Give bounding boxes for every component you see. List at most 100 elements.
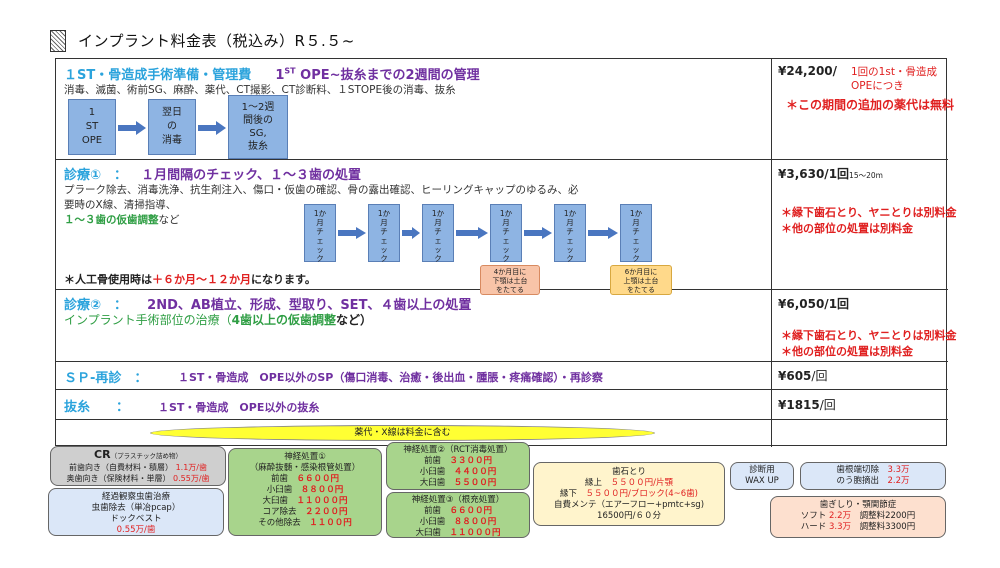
row3-description-tail: など） (336, 313, 373, 327)
row5-price-unit: /回 (819, 398, 836, 412)
flow-arrow-icon (118, 121, 146, 135)
monthly-check-box: 1か 月 チ ェ ッ ク (490, 204, 522, 263)
flow-arrow-icon (588, 227, 618, 239)
nightguard-box: 歯ぎしり・顎関節症 ソフト 2.2万 調整料2200円 ハード 3.3万 調整料… (770, 496, 946, 538)
scaling-supra-price: ５５００円/片顎 (610, 478, 673, 488)
monthly-check-box: 1か 月 チ ェ ッ ク (304, 204, 336, 263)
flow-arrow-icon (456, 227, 488, 239)
soft-price: 2.2万 (829, 511, 852, 521)
scaling-box: 歯石とり 縁上 ５５００円/片顎 縁下 ５５００円/ブロック(4~6歯) 自費メ… (533, 462, 725, 526)
cr-subtitle: （プラスチック詰め物） (110, 452, 182, 460)
row-divider (56, 419, 948, 420)
cyst-removal-label: のう胞摘出 (836, 476, 879, 486)
note-upper-jaw: 6か月目に 上顎は土台 をたてる (610, 265, 672, 295)
row3-remark-1: ＊縁下歯石とり、ヤニとりは別料金 (781, 329, 957, 342)
cr-back-price: 0.55万/歯 (173, 474, 210, 483)
observation-line-2: 虫歯除去（単冶pcap） (91, 503, 181, 513)
cr-box: CR（プラスチック詰め物） 前歯向き（自費材料・積層） 1.1万/歯 奥歯向き（… (50, 446, 226, 486)
row-divider (56, 389, 948, 390)
observation-box: 経過観察虫歯治療 虫歯除去（単冶pcap） ドックベスト 0.55万/歯 (48, 488, 224, 536)
row2-description-2: 要時のX線、清掃指導、 (64, 199, 177, 211)
note-lower-jaw: 4か月目に 下顎は土台 をたてる (480, 265, 540, 295)
flow-step-ope: 1 ST OPE (68, 99, 116, 155)
row1-heading: １ST・骨造成手術準備・管理費 (64, 68, 252, 83)
flow-arrow-icon (402, 227, 420, 239)
row1-price-note: 1回の1st・骨造成OPEにつき (851, 66, 937, 92)
soft-adjust-fee: 調整料2200円 (859, 511, 916, 521)
apicoectomy-label: 歯根端切除 (836, 465, 879, 475)
row5-description: １ST・骨造成 OPE以外の抜糸 (158, 401, 320, 414)
wax-up-line-2: WAX UP (745, 476, 779, 486)
nightguard-title: 歯ぎしり・顎関節症 (819, 500, 897, 510)
row5-price: ¥1815 (778, 398, 820, 412)
price-table: １ST・骨造成手術準備・管理費 1ST OPE~抜糸までの2週間の管理 消毒、滅… (55, 58, 957, 447)
nerve3-title: 神経処置③（根充処置） (411, 495, 505, 505)
row3-heading: 2ND、AB植立、形成、型取り、SET、４歯以上の処置 (147, 298, 472, 313)
row2-heading: １月間隔のチェック、１～３歯の処置 (141, 168, 361, 183)
row4-price-unit: /回 (811, 369, 828, 383)
nerve2-title: 神経処置②（RCT消毒処置） (403, 445, 513, 455)
nerve-treatment-1-box: 神経処置① （麻酔抜髄・感染根管処置） 前歯 ６６００円 小臼歯 ８８００円 大… (228, 448, 382, 536)
row4-heading: ＳＰ-再診 ： (64, 371, 148, 386)
nerve-treatment-2-box: 神経処置②（RCT消毒処置） 前歯 ３３００円 小臼歯 ４４００円 大臼歯 ５５… (386, 442, 530, 490)
nerve-treatment-3-box: 神経処置③（根充処置） 前歯 ６６００円 小臼歯 ８８００円 大臼歯 １１０００… (386, 492, 530, 538)
hard-adjust-fee: 調整料3300円 (859, 522, 916, 532)
row1-price: ¥24,200/ (778, 64, 838, 78)
row2-remark-2: ＊他の部位の処置は別料金 (781, 222, 913, 235)
flow-arrow-icon (524, 227, 552, 239)
row2-description-1: プラーク除去、消毒洗浄、抗生剤注入、傷口・仮歯の確認、骨の露出確認、ヒーリングキ… (64, 184, 579, 196)
apicoectomy-price: 3.3万 (887, 465, 910, 475)
bone-note-period: ＋６か月～１２か月 (152, 273, 251, 286)
monthly-check-box: 1か 月 チ ェ ッ ク (368, 204, 400, 263)
cr-back-label: 奥歯向き（保険材料・単層） (66, 474, 171, 483)
nerve1-subtitle: （麻酔抜髄・感染根管処置） (249, 463, 361, 473)
bone-note-suffix: になります。 (251, 273, 316, 286)
cr-front-price: 1.1万/歯 (175, 463, 207, 472)
row3-remark-2: ＊他の部位の処置は別料金 (781, 345, 913, 358)
included-banner: 薬代・X線は料金に含む (150, 425, 655, 441)
maintenance-price: 16500円/６０分 (597, 511, 661, 521)
row1-price-remark: ＊この期間の追加の薬代は無料 (786, 98, 955, 112)
maintenance-label: 自費メンテ（エアーフロー+pmtc+sg) (553, 500, 705, 510)
row4-description: １ST・骨造成 OPE以外のSP（傷口消毒、治癒・後出血・腫脹・疼痛確認）・再診… (178, 371, 603, 384)
row3-description: インプラント手術部位の治療（ (64, 313, 232, 327)
wax-up-line-1: 診断用 (749, 465, 775, 475)
scaling-sub-label: 縁下 (560, 489, 578, 499)
row-divider (56, 159, 948, 160)
cr-title: CR (94, 448, 111, 461)
row2-duration: 15～20m (849, 171, 883, 180)
row2-label: 診療① ： (64, 168, 128, 183)
cyst-removal-price: 2.2万 (887, 476, 910, 486)
row3-label: 診療② ： (64, 298, 128, 313)
row2-remark-1: ＊縁下歯石とり、ヤニとりは別料金 (781, 206, 957, 219)
nerve1-title: 神経処置① (284, 452, 326, 462)
observation-title: 経過観察虫歯治療 (101, 492, 170, 502)
row2-description-tail: など (158, 214, 180, 226)
scaling-sub-price: ５５００円/ブロック(4~6歯) (585, 489, 698, 499)
row3-price: ¥6,050/1回 (778, 297, 850, 311)
row2-price: ¥3,630/1回 (778, 167, 850, 181)
page-title: インプラント料金表（税込み）R５.５~ (78, 32, 355, 50)
monthly-check-box: 1か 月 チ ェ ッ ク (422, 204, 454, 263)
scaling-title: 歯石とり (611, 467, 646, 477)
scaling-supra-label: 縁上 (585, 478, 603, 488)
row-divider (56, 361, 948, 362)
document-icon (50, 30, 66, 52)
flow-step-suture-removal: 1～2週 間後の SG, 抜糸 (228, 95, 288, 159)
bone-note-prefix: ＊人工骨使用時は (64, 273, 152, 286)
row1-description: 消毒、滅菌、術前SG、麻酔、薬代、CT撮影、CT診断料、１STOPE後の消毒、抜… (64, 84, 456, 96)
hard-price: 3.3万 (829, 522, 852, 532)
flow-arrow-icon (198, 121, 226, 135)
hard-label: ハード (800, 522, 827, 532)
row1-subheading: 1ST OPE~抜糸までの2週間の管理 (275, 66, 480, 83)
row2-temporary-adjust: １～３歯の仮歯調整 (64, 214, 159, 226)
row4-price: ¥605 (778, 369, 812, 383)
observation-line-3: ドックベスト (110, 514, 162, 524)
cr-front-label: 前歯向き（自費材料・積層） (69, 463, 174, 472)
soft-label: ソフト (800, 511, 827, 521)
flow-arrow-icon (338, 227, 366, 239)
column-divider (771, 59, 772, 447)
apicoectomy-box: 歯根端切除 3.3万 のう胞摘出 2.2万 (800, 462, 946, 490)
monthly-check-box: 1か 月 チ ェ ッ ク (554, 204, 586, 263)
row3-temporary-adjust: 4歯以上の仮歯調整 (231, 313, 337, 327)
